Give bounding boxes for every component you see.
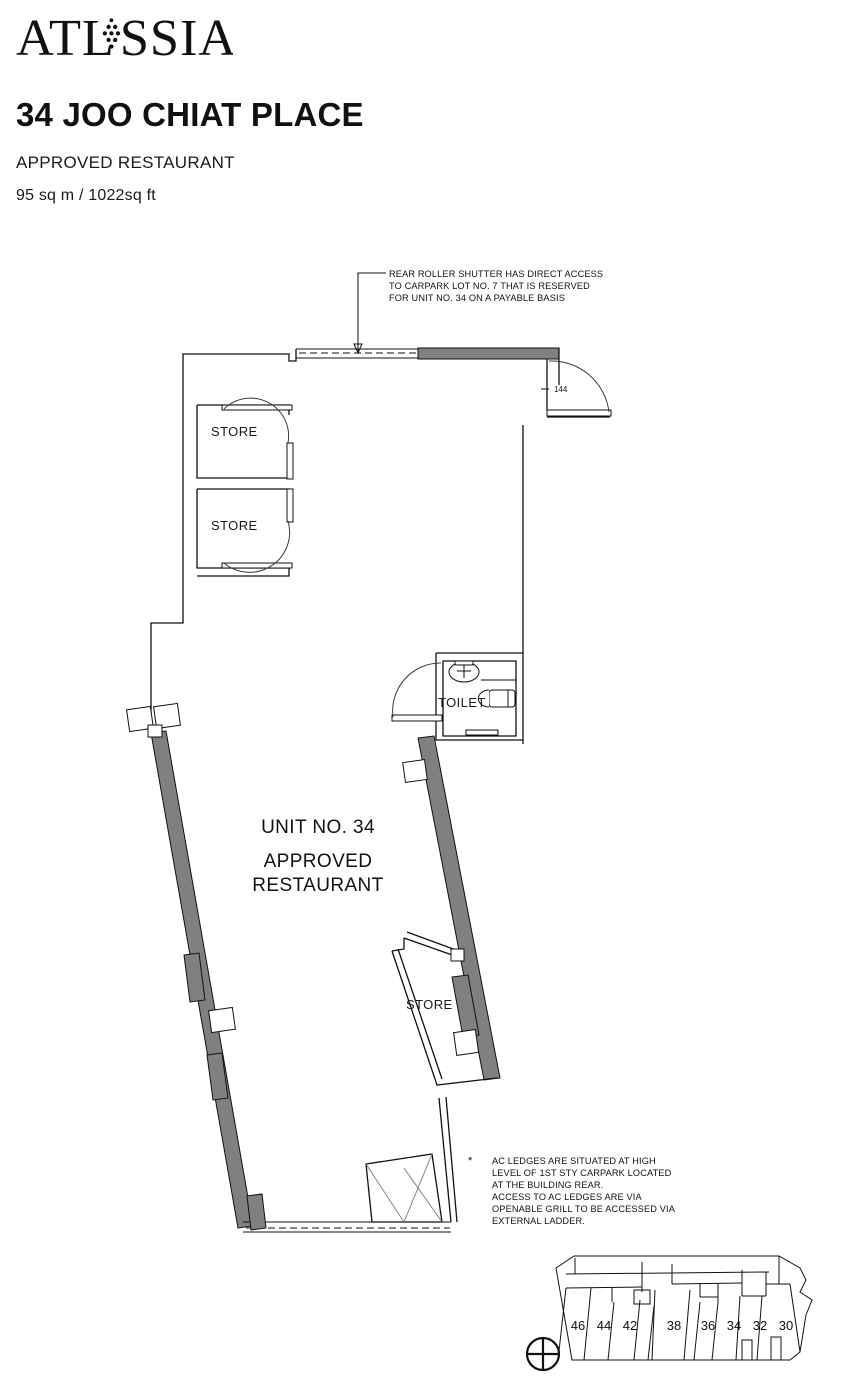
floor-area: 95 sq m / 1022sq ft	[16, 187, 156, 204]
toilet-wc	[477, 689, 516, 708]
room-store-lower: STORE	[391, 931, 498, 1086]
room-store-middle: STORE	[196, 488, 294, 573]
toilet-floor-trap	[465, 729, 499, 736]
store-upper-label: STORE	[211, 424, 258, 439]
shopfront	[243, 1096, 458, 1233]
store-middle-door-arc	[223, 520, 291, 573]
atlassia-logo: ATL SSIA	[16, 10, 233, 67]
unit-label-line-3: RESTAURANT	[252, 875, 383, 896]
store-lower-door-stub	[450, 948, 465, 962]
unit-outline	[150, 348, 610, 744]
ac-ledge-box-right-lower	[453, 1029, 480, 1056]
store-middle-jamb	[286, 488, 294, 523]
logo-text-ssia: SSIA	[120, 10, 233, 67]
toilet-door-leaf	[391, 714, 443, 722]
right-wall-pilaster-1	[451, 974, 480, 1038]
rear-door-assembly: 144	[541, 359, 612, 417]
keyplan-unit-42: 42	[623, 1318, 637, 1333]
ac-ledge-box-right	[153, 702, 181, 730]
store-lower-label: STORE	[406, 997, 453, 1012]
keyplan-unit-30: 30	[779, 1318, 793, 1333]
right-party-wall	[402, 735, 501, 1081]
left-party-wall	[126, 702, 254, 1229]
toilet-basin	[448, 660, 480, 683]
store-middle-label: STORE	[211, 518, 258, 533]
shopfront-left-return	[246, 1193, 267, 1231]
store-block-return	[197, 568, 290, 577]
page-title: 34 JOO CHIAT PLACE	[16, 96, 364, 133]
logo-text-atl: ATL	[16, 10, 115, 67]
room-toilet: TOILET	[391, 652, 523, 741]
entrance-canopy	[365, 1153, 443, 1223]
right-party-wall-band	[417, 735, 501, 1081]
toilet-label: TOILET	[438, 695, 486, 710]
ac-ledge-box-stub	[147, 724, 163, 738]
note-ac-ledge: AC LEDGES ARE SITUATED AT HIGH LEVEL OF …	[492, 1156, 675, 1227]
ac-ledge-box-mid	[208, 1006, 236, 1034]
note-rear-roller-shutter: REAR ROLLER SHUTTER HAS DIRECT ACCESS TO…	[389, 269, 604, 304]
keyplan-unit-44: 44	[597, 1318, 611, 1333]
rear-shutter-leader	[353, 272, 386, 355]
keyplan-unit-46: 46	[571, 1318, 585, 1333]
store-upper-door-leaf	[221, 404, 293, 411]
unit-label-line-2: APPROVED	[264, 851, 373, 872]
toilet-door-swing-arc	[392, 662, 442, 718]
left-wall-pilaster-2	[206, 1052, 229, 1101]
keyplan-unit-32: 32	[753, 1318, 767, 1333]
north-indicator-icon	[525, 1336, 561, 1372]
ac-ledge-box-right-upper	[402, 759, 428, 783]
rear-roller-shutter	[296, 348, 418, 359]
room-store-upper: STORE	[196, 397, 294, 480]
store-upper-jamb	[286, 442, 294, 480]
rear-door-swing-arc	[548, 360, 610, 413]
logo-dot-cluster	[102, 18, 121, 49]
unit-label-line-1: UNIT NO. 34	[261, 817, 375, 838]
rear-solid-wall	[417, 347, 560, 360]
keyplan-unit-38: 38	[667, 1318, 681, 1333]
keyplan-unit-34: 34	[727, 1318, 741, 1333]
keyplan-unit-36: 36	[701, 1318, 715, 1333]
page-subtitle: APPROVED RESTAURANT	[16, 153, 235, 172]
unit-label-group: UNIT NO. 34 APPROVED RESTAURANT	[252, 817, 383, 896]
left-wall-pilaster-1	[183, 952, 206, 1003]
note-ac-ledge-marker: *	[468, 1155, 473, 1167]
door-dimension-label: 144	[554, 385, 568, 394]
store-upper-door-arc	[223, 397, 290, 444]
left-party-wall-band	[150, 730, 254, 1229]
store-middle-door-leaf	[221, 562, 293, 569]
document-header: ATL SSIA 34 JOO CHIAT PLACE APPROVED RES…	[16, 10, 796, 204]
ac-ledge-box-left	[126, 705, 154, 733]
key-plan: 46 44 42 38 36 34 32 30	[555, 1255, 813, 1361]
rear-door-leaf	[546, 409, 612, 417]
